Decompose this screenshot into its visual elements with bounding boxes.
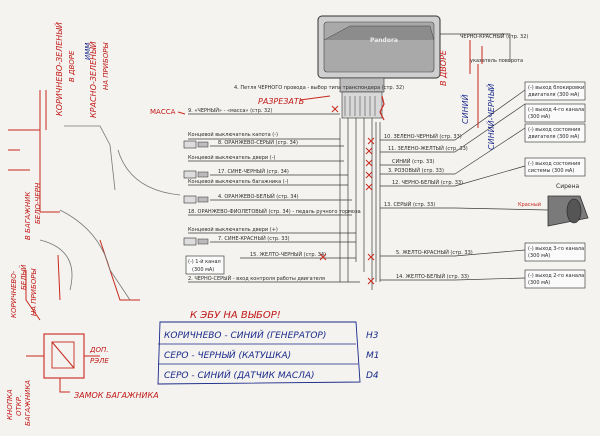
hw-bag-2: БЕЛО-ЧЕРН: [34, 182, 42, 224]
output-box-line1: (-) выход 4-го канала: [528, 107, 584, 113]
wire-label: 10. ЗЕЛЕНО-ЧЕРНЫЙ (стр. 33): [384, 133, 462, 140]
wire-label: 11. ЗЕЛЕНО-ЖЕЛТЫЙ (стр. 33): [388, 145, 468, 152]
hw-vertical-1: КОРИЧНЕВО-ЗЕЛЕНЫЙ: [53, 22, 64, 116]
hw-pribor-3: НА ПРИБОРЫ: [30, 268, 38, 316]
hw-knopka-3: БАГАЖНИКА: [24, 380, 32, 426]
wire-label: 7. СИНЕ-КРАСНЫЙ (стр. 33): [218, 235, 290, 242]
hw-right-2: СИНИЙ: [459, 94, 470, 124]
ebu-title: К ЭБУ НА ВЫБОР!: [190, 310, 281, 321]
control-unit: Pandora: [317, 15, 441, 121]
wire-label: 4. ОРАНЖЕВО-БЕЛЫЙ (стр. 34): [218, 193, 299, 200]
relay: ДОП. РЭЛЕ: [26, 333, 109, 393]
output-box-5: [524, 242, 586, 262]
wire-label: 13. СЕРЫЙ (стр. 33): [384, 201, 435, 208]
brand-label: Pandora: [370, 37, 398, 44]
output-box-line2: (300 мА): [528, 114, 550, 120]
channel-1-line1: (-) 1-й канал: [188, 258, 221, 265]
hw-right-lines: [469, 40, 479, 128]
dop-rele-2: РЭЛЕ: [90, 357, 109, 365]
hw-vertical-2b: НА ПРИБОРЫ: [102, 42, 110, 90]
hw-knopka-2: ОТКР.: [15, 395, 23, 416]
wire-label: 18. ОРАНЖЕВО-ФИОЛЕТОВЫЙ (стр. 34) - педа…: [188, 208, 361, 215]
dop-rele-1: ДОП.: [89, 346, 108, 354]
output-box-2: [524, 103, 586, 123]
output-box-line1: (-) выход состояния: [528, 127, 580, 133]
wire-label: Концевой выключатель багажника (-): [188, 178, 289, 185]
wire-label: Концевой выключатель двери (-): [188, 154, 276, 161]
output-box-4: [524, 157, 586, 177]
output-box-1: [524, 81, 586, 101]
cut-arrow: [299, 95, 331, 101]
output-box-line2: двигателя (300 мА): [528, 134, 579, 140]
hw-vertical-2: КРАСНО-ЗЕЛЕНЫЙ: [87, 41, 98, 118]
wire-label: 5. ЖЕЛТО-КРАСНЫЙ (стр. 33): [396, 249, 473, 256]
ebu-option-code: M1: [366, 351, 380, 361]
ebu-option-code: H3: [366, 331, 379, 341]
right-output-boxes: (-) выход блокировки двигателя (300 мА) …: [524, 81, 586, 289]
output-box-line1: (-) выход блокировки: [528, 85, 584, 91]
channel-1-box: [185, 255, 225, 275]
siren-label: Сирена: [556, 183, 580, 190]
zamok-label: ЗАМОК БАГАЖНИКА: [74, 391, 159, 400]
cut-note: РАЗРЕЗАТЬ: [258, 97, 304, 106]
output-box-line2: (300 мА): [528, 253, 550, 259]
output-box-line2: системы (300 мА): [528, 168, 574, 174]
hw-bag-1: В БАГАЖНИК: [24, 191, 32, 240]
wire-label: 8. ОРАНЖЕВО-СЕРЫЙ (стр. 34): [218, 139, 298, 146]
wire-label: 2. ЧЕРНО-СЕРЫЙ - вход контроля работы дв…: [188, 275, 325, 282]
hw-right-3: СИНИЙ-ЧЕРНЫЙ: [485, 84, 496, 150]
output-box-line2: двигателя (300 мА): [528, 92, 579, 98]
turn-signal-wire: ЧЕРНО-КРАСНЫЙ (стр. 32): [460, 33, 528, 40]
hw-imm: ИММ: [84, 43, 92, 60]
wire-label: 17. СИНЕ-ЧЕРНЫЙ (стр. 34): [218, 168, 289, 175]
right-wire-group: 10. ЗЕЛЕНО-ЧЕРНЫЙ (стр. 33) 11. ЗЕЛЕНО-Ж…: [375, 89, 526, 282]
output-box-line1: (-) выход 2-го канала: [528, 273, 584, 279]
wire-label: 3. РОЗОВЫЙ (стр. 33): [388, 167, 444, 174]
hw-right-1: В ДВОРЕ: [439, 49, 448, 86]
wire-label: 9. «ЧЕРНЫЙ» - «масса» (стр. 32): [188, 107, 272, 114]
hw-pribor-2: БЕЛЫЙ: [19, 264, 28, 290]
ebu-option-text: КОРИЧНЕВО - СИНИЙ (ГЕНЕРАТОР): [164, 329, 326, 341]
output-box-line1: (-) выход 3-го канала: [528, 246, 584, 252]
hw-pribor-1: КОРИЧНЕВО-: [10, 270, 18, 318]
hw-vertical-1b: В ДВОРЕ: [68, 50, 76, 82]
wire-label: СИНИЙ (стр. 33): [392, 158, 434, 165]
wire-label: Концевой выключатель капота (-): [188, 131, 278, 138]
channel-1-line2: (300 мА): [192, 267, 214, 273]
ebu-option-text: СЕРО - СИНИЙ (ДАТЧИК МАСЛА): [164, 369, 315, 381]
siren-wire-label: Красный: [518, 201, 541, 208]
connector-group: [183, 140, 209, 246]
handwritten-left: МАССА: [8, 90, 186, 321]
wire-label: 15. ЖЕЛТО-ЧЕРНЫЙ (стр. 34): [250, 251, 326, 258]
ecu-options: К ЭБУ НА ВЫБОР! КОРИЧНЕВО - СИНИЙ (ГЕНЕР…: [157, 310, 380, 385]
transponder-note: 4. Петля ЧЕРНОГО провода - выбор типа тр…: [234, 85, 404, 91]
output-box-line2: (300 мА): [528, 280, 550, 286]
siren: Сирена Красный: [454, 183, 589, 227]
ebu-option-text: СЕРО - ЧЕРНЫЙ (КАТУШКА): [164, 349, 291, 361]
output-box-6: [524, 269, 586, 289]
ebu-option-code: D4: [366, 371, 379, 381]
massa-label: МАССА: [150, 108, 176, 116]
wire-label: 12. ЧЕРНО-БЕЛЫЙ (стр. 33): [392, 179, 463, 186]
wire-label: Концевой выключатель двери (+): [188, 226, 278, 233]
hw-knopka-1: КНОПКА: [6, 389, 14, 420]
turn-signal-sub: указатель поворота: [470, 58, 523, 64]
left-wire-group: 9. «ЧЕРНЫЙ» - «масса» (стр. 32) Концевой…: [188, 107, 373, 290]
wire-label: 14. ЖЕЛТО-БЕЛЫЙ (стр. 33): [396, 273, 469, 280]
output-box-3: [524, 123, 586, 143]
output-box-line1: (-) выход состояния: [528, 161, 580, 167]
cut-marks: [319, 105, 375, 285]
